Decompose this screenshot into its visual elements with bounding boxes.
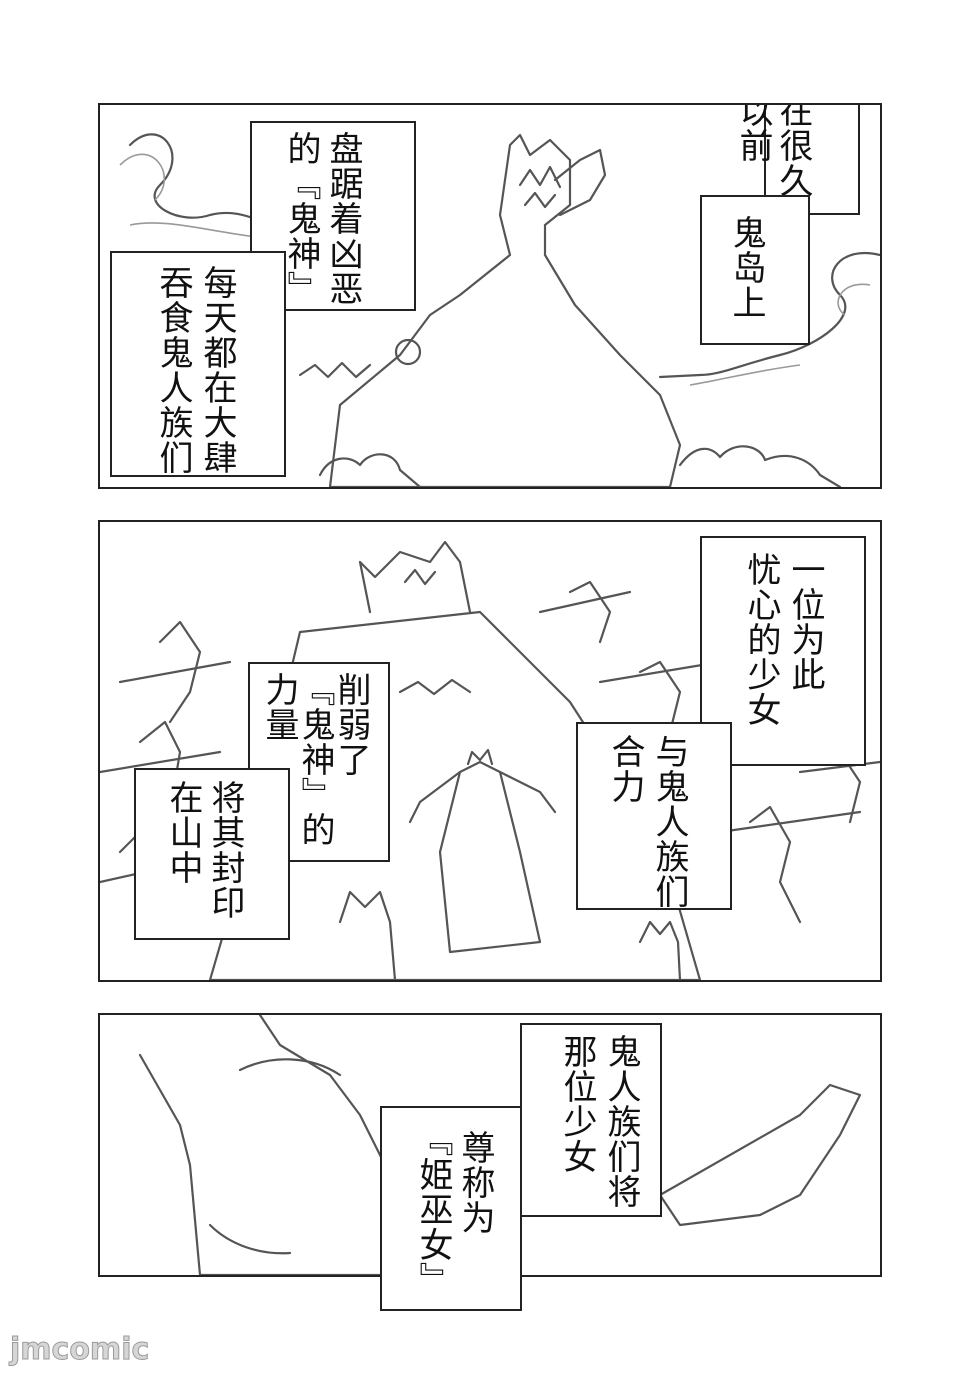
caption-text-2d: 将其封印	[205, 780, 245, 920]
watermark-text: jmcomic	[9, 1332, 149, 1367]
caption-box-1d	[110, 251, 286, 477]
caption-text-1b: 鬼岛上	[726, 215, 766, 320]
caption-text-2c: 削弱了	[331, 672, 371, 777]
caption-box-2d	[134, 768, 290, 940]
caption-text-1d-2: 吞食鬼人族们	[153, 265, 193, 475]
caption-text-1d: 每天都在大肆	[197, 265, 237, 475]
caption-box-3a	[520, 1023, 662, 1217]
panel-2: 一位为此 忧心的少女 与鬼人族们 合力 削弱了 『鬼神』的 力量 将其封印 在山…	[98, 520, 882, 982]
panel-1: 在很久 以前 鬼岛上 盘踞着凶恶 的『鬼神』 每天都在大肆 吞食鬼人族们	[98, 103, 882, 489]
caption-text-1c-2: 的『鬼神』	[281, 131, 321, 306]
panel-1-sketch-art	[119, 133, 880, 487]
caption-box-2c	[248, 662, 390, 862]
caption-text-3a-2: 那位少女	[557, 1034, 597, 1174]
caption-text-3b-2: 『姫巫女』	[413, 1122, 453, 1297]
caption-text-3b: 尊称为	[455, 1130, 495, 1235]
caption-box-2b	[576, 722, 732, 910]
caption-text-2b-2: 合力	[605, 734, 645, 804]
caption-text-3a: 鬼人族们将	[601, 1034, 641, 1209]
caption-text-2c-2: 『鬼神』的	[295, 672, 335, 847]
caption-text-2c-3: 力量	[259, 672, 299, 742]
caption-text-2a-2: 忧心的少女	[741, 552, 781, 727]
caption-text-1a-2: 以前	[733, 103, 773, 163]
caption-text-2a: 一位为此	[785, 552, 825, 692]
jmcomic-watermark-logo: jmcomic	[9, 1332, 150, 1368]
caption-text-2b: 与鬼人族们	[649, 734, 689, 909]
caption-text-2d-2: 在山中	[163, 780, 203, 885]
caption-box-3b	[380, 1106, 522, 1311]
caption-box-1b	[700, 195, 810, 345]
caption-text-1a: 在很久	[773, 103, 813, 198]
caption-text-1c: 盘踞着凶恶	[323, 131, 363, 306]
caption-box-1a	[764, 105, 860, 215]
